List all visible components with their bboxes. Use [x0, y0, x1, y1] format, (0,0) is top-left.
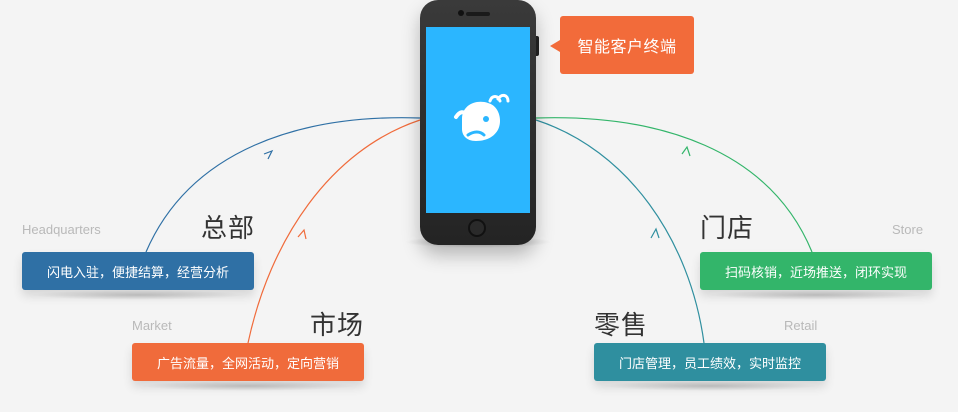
box-shadow: [30, 290, 246, 300]
headquarters-box: 闪电入驻，便捷结算，经营分析: [22, 252, 254, 290]
speaker-grill: [466, 12, 490, 16]
headquarters-en-label: Headquarters: [22, 222, 101, 237]
market-box: 广告流量，全网活动，定向营销: [132, 343, 364, 381]
front-camera: [458, 10, 464, 16]
headquarters-box-text: 闪电入驻，便捷结算，经营分析: [46, 265, 229, 281]
box-shadow: [140, 381, 356, 391]
home-button: [468, 219, 486, 237]
phone: [420, 0, 539, 245]
retail-cn-title: 零售: [594, 311, 649, 341]
retail-en-label: Retail: [784, 318, 818, 333]
box-shadow: [602, 381, 818, 391]
box-shadow: [708, 290, 924, 300]
retail-box-text: 门店管理，员工绩效，实时监控: [618, 356, 801, 372]
phone-screen: [426, 27, 530, 213]
smart-terminal-callout: 智能客户终端: [550, 16, 694, 74]
headquarters-cn-title: 总部: [201, 214, 256, 244]
arrowhead-icon: [263, 149, 274, 160]
side-button: [536, 36, 539, 56]
retail-box: 门店管理，员工绩效，实时监控: [594, 343, 826, 381]
store-cn-title: 门店: [700, 214, 755, 244]
store-en-label: Store: [892, 222, 924, 237]
market-en-label: Market: [132, 318, 172, 333]
callout-label: 智能客户终端: [577, 37, 677, 56]
store-box: 扫码核销，近场推送，闭环实现: [700, 252, 932, 290]
connector-headquarters: [145, 117, 421, 253]
connector-store: [535, 117, 813, 253]
connector-market: [247, 119, 421, 344]
arrowhead-icon: [681, 145, 691, 157]
arrowhead-icon: [650, 227, 660, 239]
connector-retail: [535, 119, 705, 344]
whale-icon: [454, 93, 510, 141]
market-box-text: 广告流量，全网活动，定向营销: [156, 356, 339, 372]
arrowhead-icon: [297, 228, 307, 240]
market-cn-title: 市场: [310, 311, 365, 341]
store-box-text: 扫码核销，近场推送，闭环实现: [724, 265, 907, 281]
